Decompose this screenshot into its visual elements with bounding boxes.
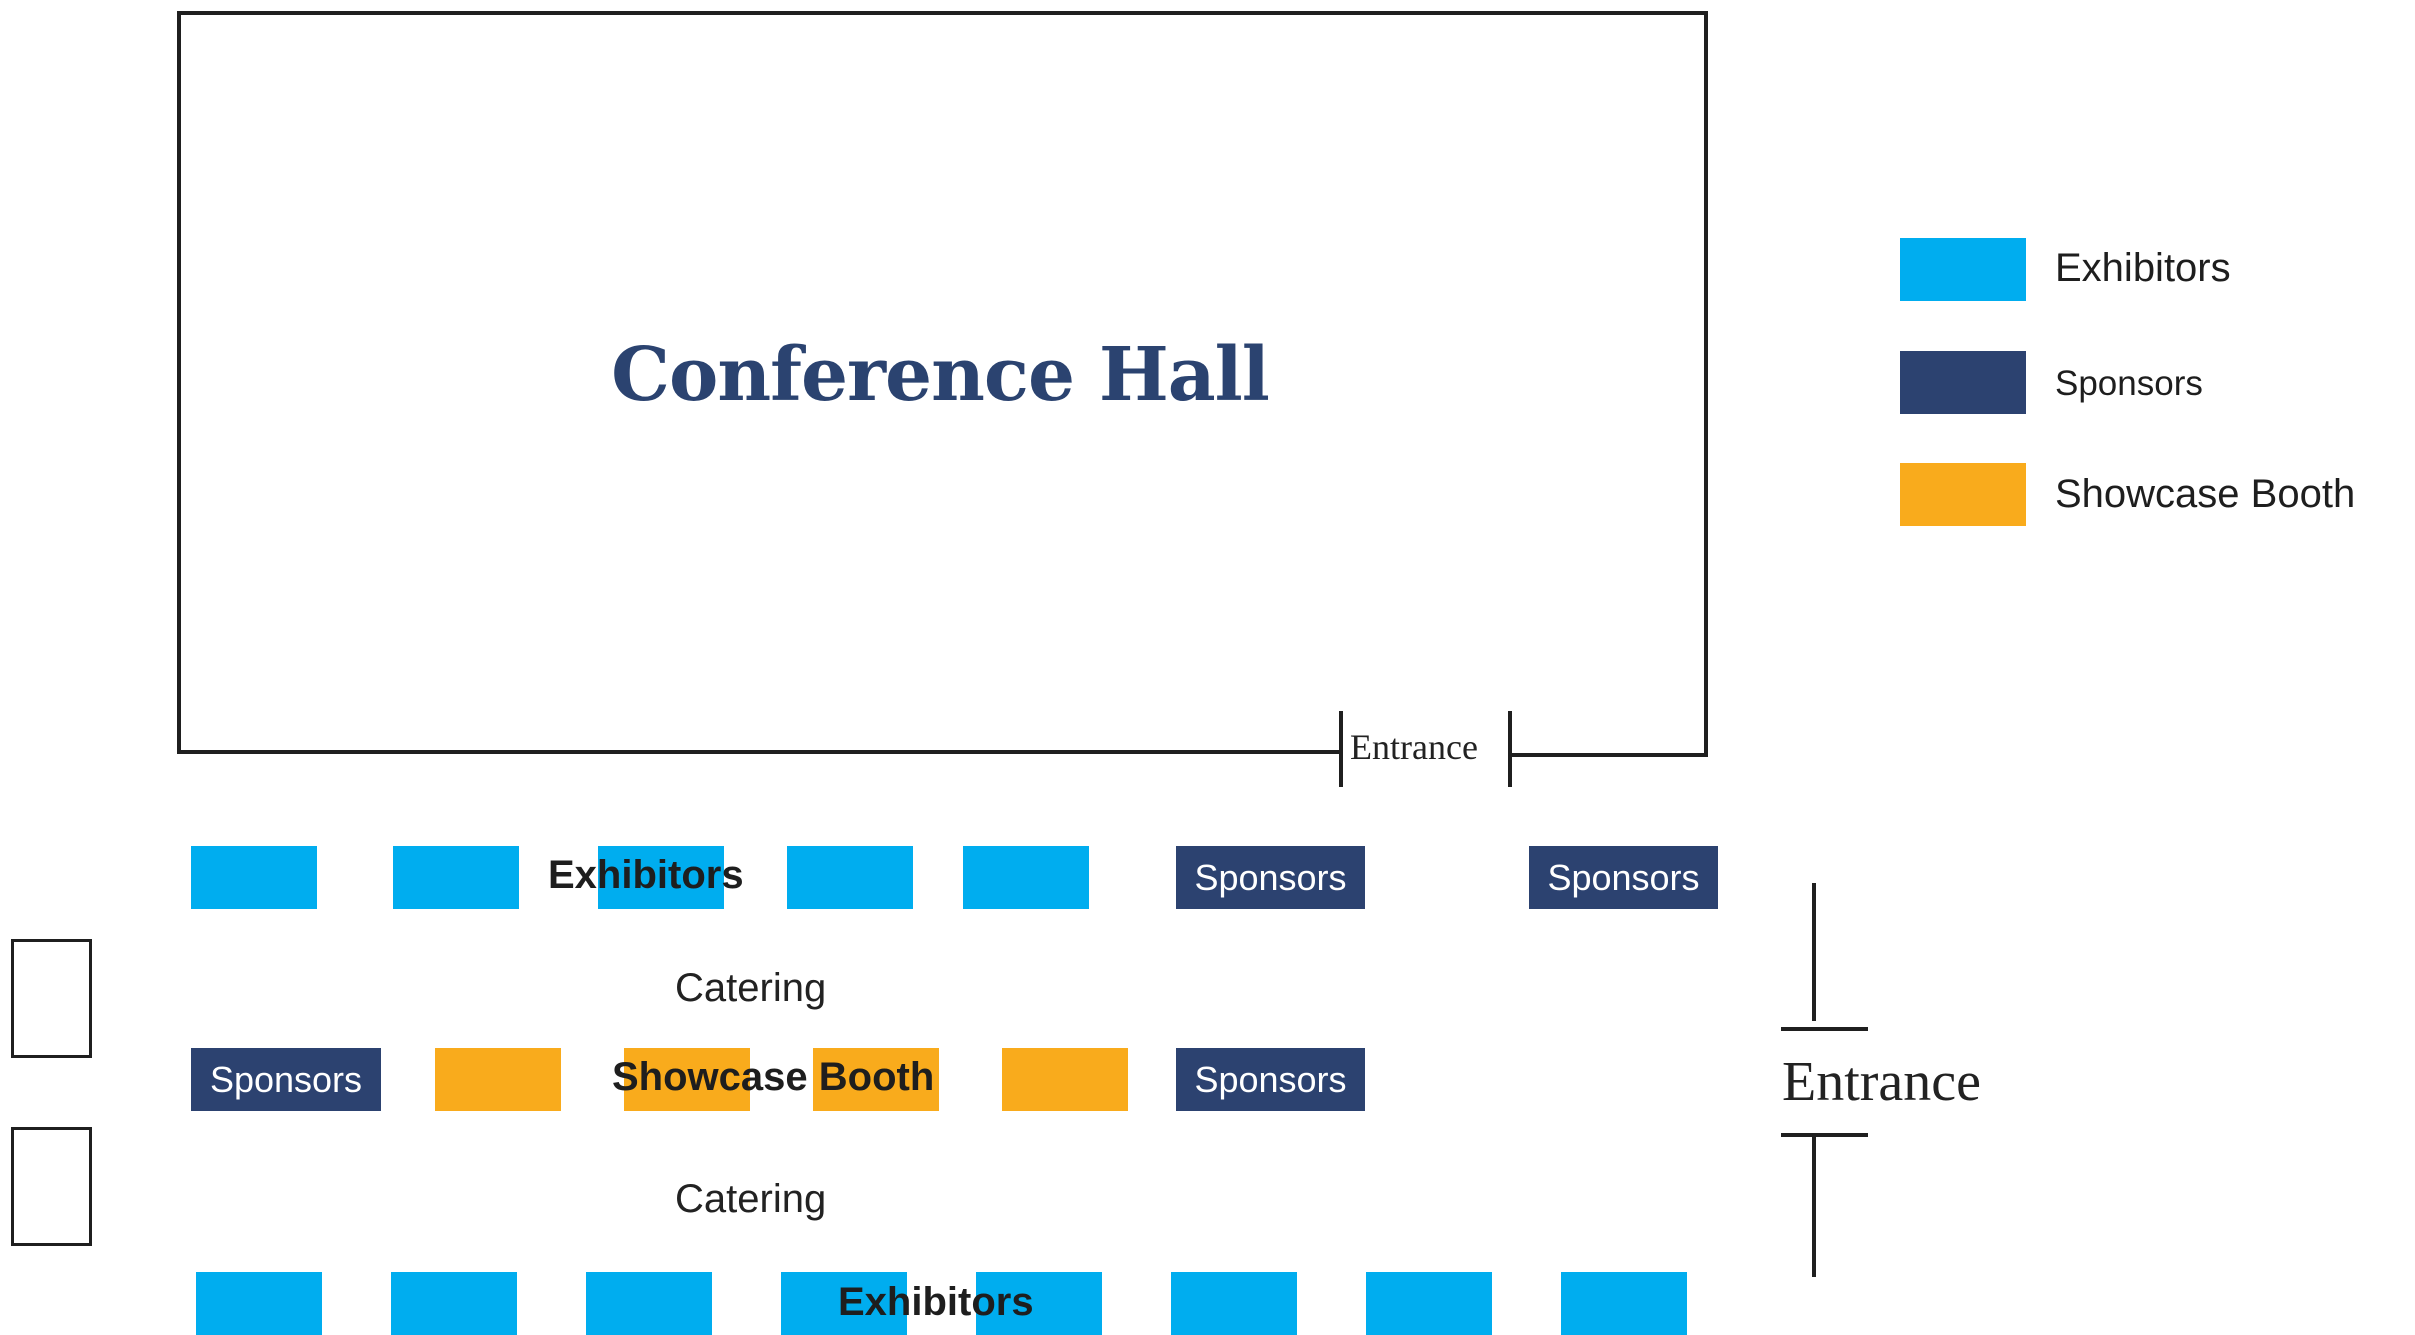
showcase-booth [813,1048,939,1111]
sponsor-booth: Sponsors [1176,846,1365,909]
exhibitor-booth [391,1272,517,1335]
hall-entrance-label: Entrance [1350,727,1478,767]
hall-entrance-post-left [1339,711,1343,787]
side-door-upper [11,939,92,1058]
exhibitor-booth [1366,1272,1492,1335]
catering-label-lower: Catering [675,1177,827,1221]
row-label-exhibitors-bottom: Exhibitors [838,1280,1034,1324]
exhibitor-booth [598,846,724,909]
catering-label-upper: Catering [675,966,827,1010]
side-entrance-line-top [1812,883,1816,1021]
exhibitor-booth [196,1272,322,1335]
sponsor-booth: Sponsors [1529,846,1718,909]
hall-title: Conference Hall [611,332,1270,418]
legend-label-showcase-booth: Showcase Booth [2055,472,2356,516]
row-label-exhibitors-top: Exhibitors [548,853,744,897]
legend-swatch-showcase-booth [1900,463,2026,526]
exhibitor-booth [963,846,1089,909]
sponsor-booth: Sponsors [191,1048,381,1111]
hall-wall-left [177,11,181,754]
hall-wall-bottom-left [177,750,1342,754]
side-entrance-bar-top [1781,1027,1868,1031]
legend-label-exhibitors: Exhibitors [2055,246,2231,290]
exhibitor-booth [787,846,913,909]
hall-wall-top [177,11,1708,15]
side-entrance-line-bottom [1812,1137,1816,1277]
hall-wall-right [1704,11,1708,757]
showcase-booth [1002,1048,1128,1111]
showcase-booth [624,1048,750,1111]
row-label-showcase-booth: Showcase Booth [612,1055,935,1099]
exhibitor-booth [393,846,519,909]
side-entrance-bar-bottom [1781,1133,1868,1137]
legend-label-sponsors: Sponsors [2055,364,2203,403]
side-entrance-label: Entrance [1782,1051,1981,1113]
side-door-lower [11,1127,92,1246]
showcase-booth [435,1048,561,1111]
legend-swatch-exhibitors [1900,238,2026,301]
sponsor-booth: Sponsors [1176,1048,1365,1111]
exhibitor-booth [1561,1272,1687,1335]
hall-wall-bottom-right [1510,753,1708,757]
exhibitor-booth [191,846,317,909]
hall-entrance-post-right [1508,711,1512,787]
exhibitor-booth [1171,1272,1297,1335]
exhibitor-booth [586,1272,712,1335]
legend-swatch-sponsors [1900,351,2026,414]
